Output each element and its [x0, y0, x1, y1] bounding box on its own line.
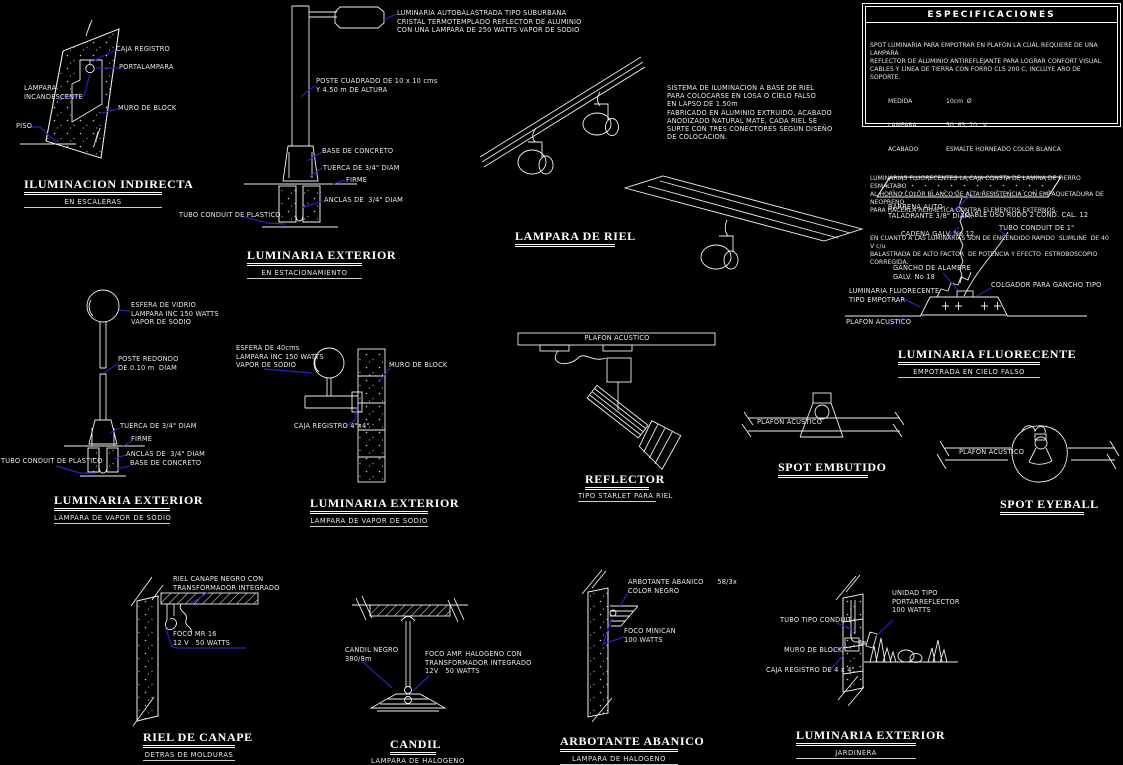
detail-title-luminaria-sodio-poste: LUMINARIA EXTERIOR: [54, 493, 203, 512]
specifications-box: ESPECIFICACIONES SPOT LUMINARIA PARA EMP…: [862, 3, 1121, 266]
label-foco-mr16: FOCO MR 16 12 V 50 WATTS: [173, 630, 231, 647]
label-foco-halogeno: FOCO AMP. HALOGENO CON TRANSFORMADOR INT…: [425, 650, 532, 676]
detail-title-spot-embutido: SPOT EMBUTIDO: [778, 460, 886, 479]
detail-subtitle-tipo-starlet: TIPO STARLET PARA RIEL: [578, 492, 673, 502]
label-tubo-conduit-1: TUBO CONDUIT DE 1": [999, 224, 1075, 232]
label-arbotante-abanico: ARBOTANTE ABANICO 58/3x COLOR NEGRO: [628, 578, 738, 595]
detail-subtitle-en-estacionamiento: EN ESTACIONAMIENTO: [247, 269, 362, 279]
detail-title-lampara-de-riel: LAMPARA DE RIEL: [515, 229, 635, 248]
label-plafon-embutido: PLAFON ACUSTICO: [757, 418, 823, 426]
label-luminaria-empotrar: LUMINARIA FLUORECENTE TIPO EMPOTRAR: [849, 287, 940, 304]
label-muro-block-sodio: MURO DE BLOCK: [389, 361, 448, 369]
label-plafon-reflector: PLAFON ACUSTICO: [584, 334, 650, 342]
detail-subtitle-empotrada-cielo-falso: EMPOTRADA EN CIELO FALSO: [898, 368, 1040, 378]
label-base-concreto-poste: BASE DE CONCRETO: [130, 459, 202, 467]
detail-subtitle-jardinera: JARDINERA: [796, 749, 916, 759]
detail-subtitle-vapor-sodio-muro: LAMPARA DE VAPOR DE SODIO: [310, 517, 428, 527]
detail-title-iluminacion-indirecta: ILUMINACION INDIRECTA: [24, 177, 193, 196]
label-unidad-portarreflector: UNIDAD TIPO PORTARREFLECTOR 100 WATTS: [892, 589, 960, 615]
label-esfera-40cms: ESFERA DE 40cms LAMPARA INC 150 WATTS VA…: [236, 344, 324, 370]
label-tubo-conduit-plastico: TUBO CONDUIT DE PLASTICO: [179, 211, 281, 219]
label-tuerca-poste: TUERCA DE 3/4" DIAM: [120, 422, 197, 430]
label-esfera-vidrio: ESFERA DE VIDRIO LAMPARA INC 150 WATTS V…: [131, 301, 219, 327]
label-anclas: ANCLAS DE 3/4" DIAM: [324, 196, 404, 204]
label-anclas-poste: ANCLAS DE 3/4" DIAM: [126, 450, 206, 458]
label-plafon-acustico-fluorecente: PLAFON ACUSTICO: [846, 318, 912, 326]
spec-paragraph-fluorescent: LUMINARIAS FLUORECENTES LA CAJA CONSTA D…: [870, 174, 1104, 214]
specifications-body: SPOT LUMINARIA PARA EMPOTRAR EN PLAFON L…: [866, 23, 1117, 286]
label-muro-block-jardinera: MURO DE BLOCK: [784, 646, 843, 654]
label-firme: FIRME: [346, 176, 368, 184]
label-portalampara: PORTALAMPARA: [119, 63, 174, 71]
label-plafon-eyeball: PLAFON ACUSTICO: [959, 448, 1025, 456]
label-tubo-conduit-poste: TUBO CONDUIT DE PLASTICO: [1, 457, 103, 465]
detail-title-luminaria-fluorecente: LUMINARIA FLUORECENTE: [898, 347, 1076, 366]
label-cable-uso-rudo: CABLE USO RUDO 2 COND. CAL. 12: [965, 211, 1089, 219]
label-poste-redondo: POSTE REDONDO DE 0.10 m DIAM: [118, 355, 179, 372]
detail-title-reflector: REFLECTOR: [585, 472, 664, 491]
note-sistema-de-riel: SISTEMA DE ILUMINACION A BASE DE RIEL PA…: [667, 84, 833, 142]
note-poste-cuadrado: POSTE CUADRADO DE 10 x 10 cms Y 4.50 m D…: [316, 77, 438, 94]
label-firme-poste: FIRME: [131, 435, 153, 443]
detail-subtitle-lampara-halogeno-arbotante: LAMPARA DE HALOGENO: [560, 755, 678, 765]
label-gancho-alambre: GANCHO DE ALAMBRE GALV. No 18: [893, 264, 971, 281]
label-riel-canape-negro: RIEL CANAPE NEGRO CON TRANSFORMADOR INTE…: [173, 575, 280, 592]
detail-title-candil: CANDIL: [390, 737, 440, 756]
detail-subtitle-lampara-halogeno-candil: LAMPARA DE HALOGENO: [371, 757, 465, 765]
label-muro-de-block: MURO DE BLOCK: [118, 104, 177, 112]
detail-subtitle-detras-de-molduras: DETRAS DE MOLDURAS: [143, 751, 235, 761]
label-caja-registro-jardinera: CAJA REGISTRO DE 4 x 4": [766, 666, 855, 674]
detail-title-luminaria-jardinera: LUMINARIA EXTERIOR: [796, 728, 945, 747]
detail-title-luminaria-estacionamiento: LUMINARIA EXTERIOR: [247, 248, 396, 267]
label-caja-registro: CAJA REGISTRO: [116, 45, 170, 53]
label-colgador: COLGADOR PARA GANCHO TIPO: [991, 281, 1102, 289]
detail-subtitle-en-escaleras: EN ESCALERAS: [24, 198, 162, 208]
note-luminaria-autobalastrada: LUMINARIA AUTOBALASTRADA TIPO SUBURBANA …: [397, 9, 582, 35]
detail-title-riel-de-canape: RIEL DE CANAPE: [143, 730, 252, 749]
label-tubo-tipo-conduit: TUBO TIPO CONDUIT: [780, 616, 852, 624]
label-cadena-galv: CADENA GALV. No 12: [901, 230, 975, 238]
label-barrena: BARRENA AUTO- TALADRANTE 3/8" DIAM.: [888, 203, 973, 220]
detail-title-luminaria-sodio-muro: LUMINARIA EXTERIOR: [310, 496, 459, 515]
label-tuerca: TUERCA DE 3/4" DIAM: [323, 164, 400, 172]
label-foco-minican: FOCO MINICAN 100 WATTS: [624, 627, 676, 644]
label-base-de-concreto: BASE DE CONCRETO: [322, 147, 394, 155]
label-piso: PISO: [16, 122, 33, 130]
spec-paragraph-spot: SPOT LUMINARIA PARA EMPOTRAR EN PLAFON L…: [870, 42, 1103, 82]
specifications-inner-border: ESPECIFICACIONES SPOT LUMINARIA PARA EMP…: [865, 6, 1118, 266]
specifications-title: ESPECIFICACIONES: [866, 7, 1117, 23]
label-candil-negro: CANDIL NEGRO 380/8m: [345, 646, 399, 663]
label-lampara-incandescente: LAMPARA INCANDESCENTE: [24, 84, 83, 101]
detail-title-arbotante-abanico: ARBOTANTE ABANICO: [560, 734, 704, 753]
label-caja-registro-4x4: CAJA REGISTRO 4"x4": [294, 422, 370, 430]
spec-paragraph-ballast: EN CUANTO A LAS LUMINARIAS SON DE ENCEND…: [870, 234, 1109, 266]
detail-title-spot-eyeball: SPOT EYEBALL: [1000, 497, 1098, 516]
detail-subtitle-vapor-sodio-poste: LAMPARA DE VAPOR DE SODIO: [54, 514, 172, 524]
